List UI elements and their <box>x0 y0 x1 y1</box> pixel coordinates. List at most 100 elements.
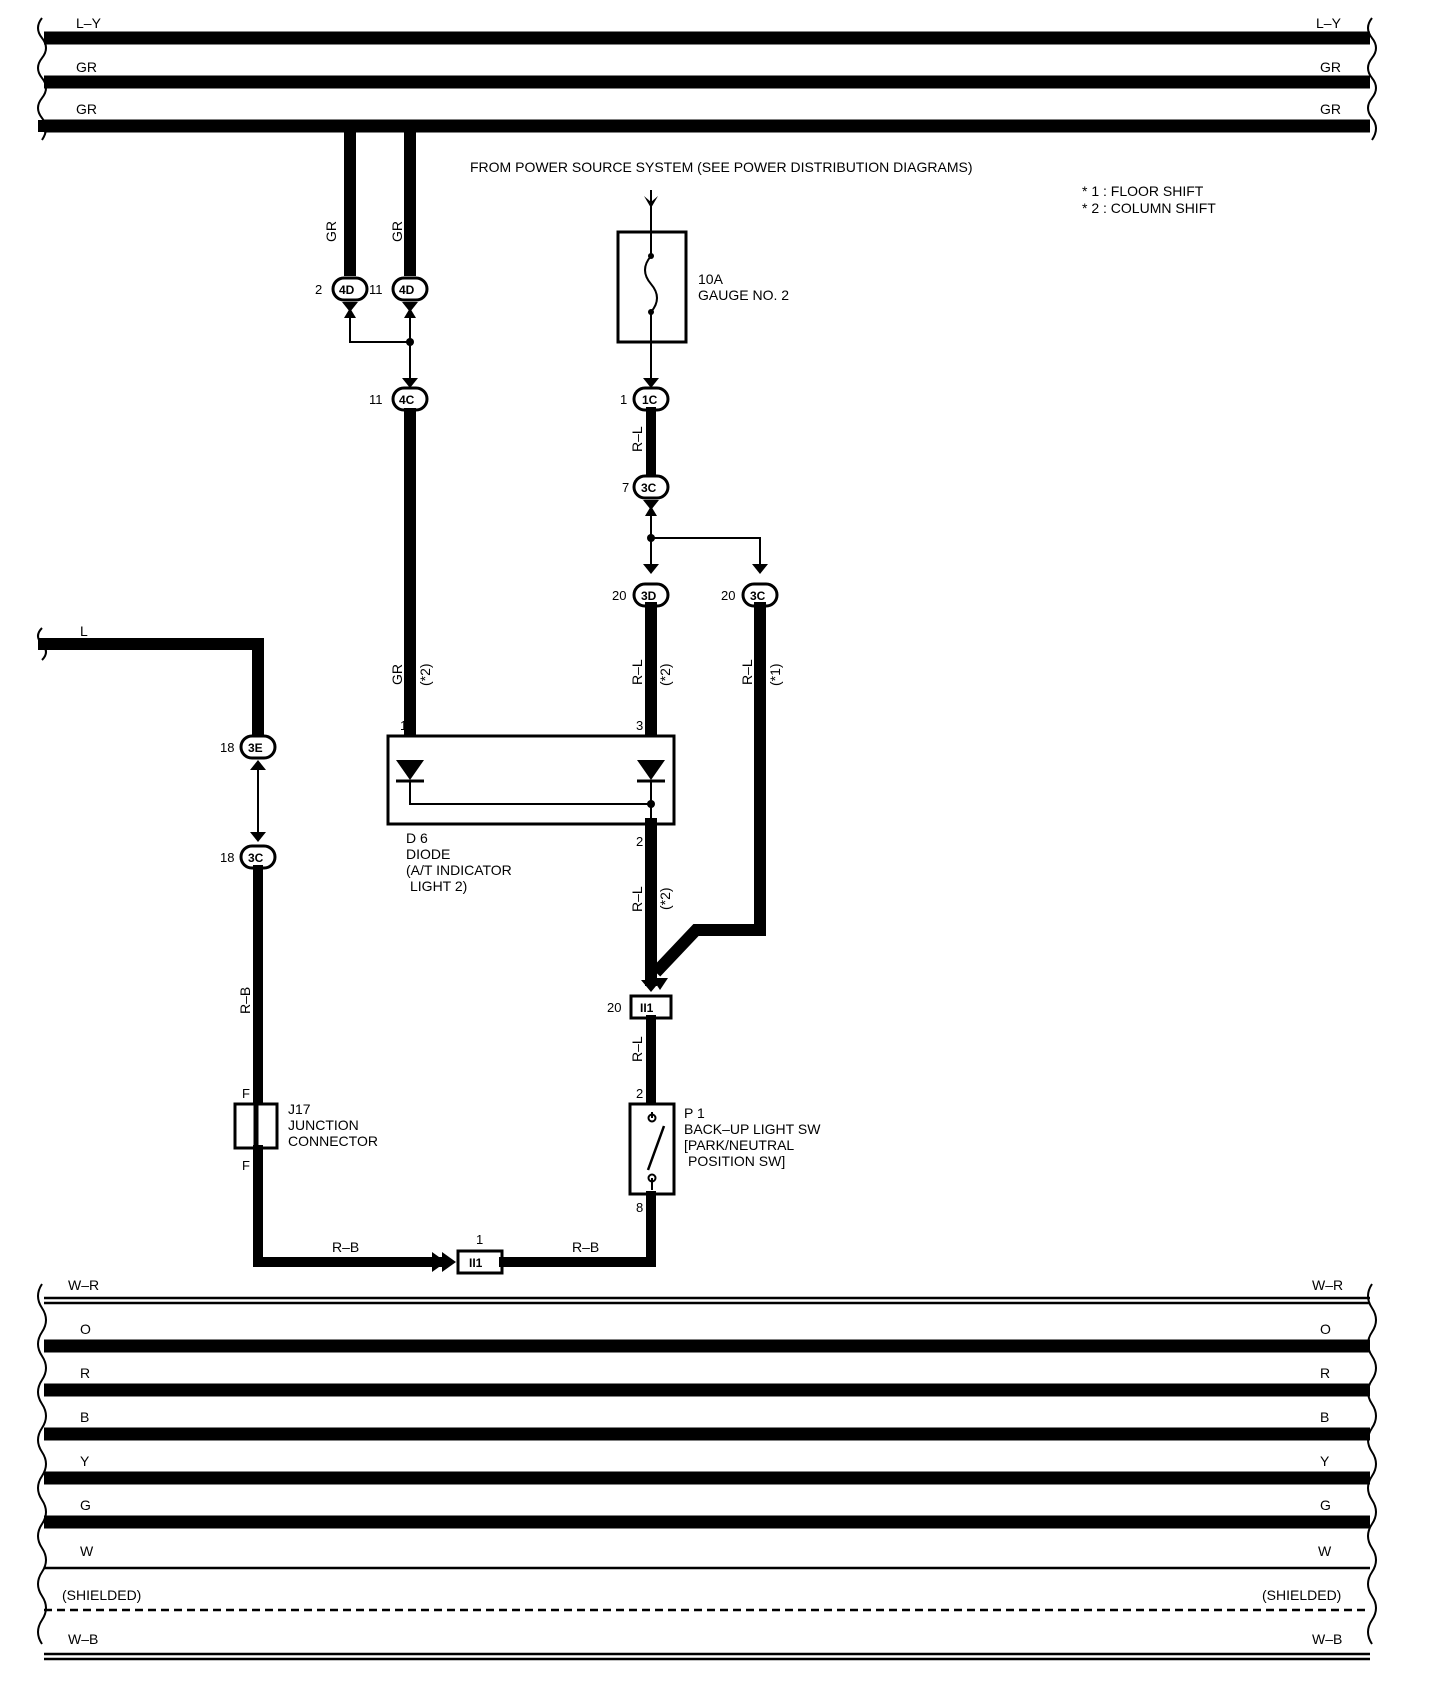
svg-text:2: 2 <box>636 1086 643 1101</box>
wire-label-gr-c-note: (*2) <box>417 663 433 686</box>
svg-text:CONNECTOR: CONNECTOR <box>288 1133 378 1149</box>
svg-text:20: 20 <box>612 588 626 603</box>
wire-label-rl-b-note: (*2) <box>657 663 673 686</box>
diode-d6: 1 3 2 D 6 DIODE (A/T INDICATOR LIGHT 2) <box>386 718 676 894</box>
svg-text:3C: 3C <box>641 481 657 495</box>
note-floor-shift: * 1 : FLOOR SHIFT <box>1082 183 1204 199</box>
bottom-bus-label-right-8: (SHIELDED) <box>1262 1587 1341 1603</box>
bottom-bus-group: W–R W–R O O R R B B Y Y G G W W (SHIELDE… <box>37 1277 1377 1661</box>
wire-label-rl-c: R–L <box>739 659 755 685</box>
bottom-bus-label-left-6: G <box>80 1497 91 1513</box>
power-source-label: FROM POWER SOURCE SYSTEM (SEE POWER DIST… <box>470 159 972 175</box>
connector-3c-pin7: 3C 7 <box>622 474 670 516</box>
bottom-bus-label-right-9: W–B <box>1312 1631 1342 1647</box>
svg-text:GAUGE NO. 2: GAUGE NO. 2 <box>698 287 789 303</box>
connector-4c-pin11: 4C 11 <box>369 378 429 412</box>
wire-label-rl-b: R–L <box>629 659 645 685</box>
svg-text:D 6: D 6 <box>406 830 428 846</box>
bus-label-right-2: GR <box>1320 59 1341 75</box>
connector-4d-pin2: 4D 2 <box>315 276 369 318</box>
bottom-bus-label-left-4: B <box>80 1409 89 1425</box>
wire-label-rb-vert: R–B <box>237 987 253 1014</box>
svg-text:II1: II1 <box>640 1001 654 1015</box>
bus-label-left-1: L–Y <box>76 15 102 31</box>
svg-text:F: F <box>242 1086 250 1101</box>
connector-4d-pin11: 4D 11 <box>369 276 429 318</box>
bottom-bus-label-right-5: Y <box>1320 1453 1330 1469</box>
svg-text:POSITION SW]: POSITION SW] <box>688 1153 785 1169</box>
connector-3d-pin20: 3D 20 <box>612 564 670 608</box>
bus-label-right-3: GR <box>1320 101 1341 117</box>
svg-text:2: 2 <box>315 282 322 297</box>
svg-text:2: 2 <box>636 834 643 849</box>
svg-text:3C: 3C <box>248 851 264 865</box>
svg-text:4D: 4D <box>339 283 355 297</box>
bus-label-left-3: GR <box>76 101 97 117</box>
svg-text:1: 1 <box>400 718 407 733</box>
connector-3c-pin20: 3C 20 <box>721 564 779 608</box>
bottom-bus-label-right-6: G <box>1320 1497 1331 1513</box>
svg-text:11: 11 <box>369 392 383 407</box>
svg-text:LIGHT 2): LIGHT 2) <box>410 878 467 894</box>
svg-text:4D: 4D <box>399 283 415 297</box>
bottom-bus-label-left-2: O <box>80 1321 91 1337</box>
connector-1c-pin1: 1C 1 <box>620 386 670 412</box>
svg-text:II1: II1 <box>469 1256 483 1270</box>
svg-text:1: 1 <box>620 392 627 407</box>
bottom-bus-label-left-9: W–B <box>68 1631 98 1647</box>
svg-text:18: 18 <box>220 740 234 755</box>
bottom-bus-label-left-7: W <box>80 1543 94 1559</box>
wire-label-gr-c: GR <box>389 664 405 685</box>
connector-3c-pin18: 3C 18 <box>220 844 277 870</box>
connector-ii1-pin20: II1 20 <box>607 978 673 1020</box>
svg-text:J17: J17 <box>288 1101 311 1117</box>
bottom-bus-label-left-5: Y <box>80 1453 90 1469</box>
wire-label-rb-a: R–B <box>332 1239 359 1255</box>
bus-label-right-1: L–Y <box>1316 15 1342 31</box>
svg-text:3E: 3E <box>248 741 263 755</box>
svg-text:[PARK/NEUTRAL: [PARK/NEUTRAL <box>684 1137 794 1153</box>
bottom-bus-label-left-8: (SHIELDED) <box>62 1587 141 1603</box>
junction-j17: F F J17 JUNCTION CONNECTOR <box>233 1086 378 1173</box>
bus-label-left-2: GR <box>76 59 97 75</box>
svg-text:3D: 3D <box>641 589 657 603</box>
svg-text:P 1: P 1 <box>684 1105 705 1121</box>
bottom-bus-label-right-1: W–R <box>1312 1277 1343 1293</box>
bottom-bus-label-left-3: R <box>80 1365 90 1381</box>
wire-label-rl-a: R–L <box>629 426 645 452</box>
bottom-bus-label-right-2: O <box>1320 1321 1331 1337</box>
bottom-bus-label-left-1: W–R <box>68 1277 99 1293</box>
svg-text:JUNCTION: JUNCTION <box>288 1117 359 1133</box>
connector-ii1-pin1: II1 1 <box>432 1232 504 1275</box>
svg-text:BACK–UP LIGHT SW: BACK–UP LIGHT SW <box>684 1121 821 1137</box>
svg-text:10A: 10A <box>698 271 724 287</box>
notes: * 1 : FLOOR SHIFT * 2 : COLUMN SHIFT <box>1082 183 1216 216</box>
wire-label-rl-d-note: (*2) <box>657 887 673 910</box>
svg-text:3C: 3C <box>750 589 766 603</box>
gr-branch: GR GR 4D 2 4D 11 4C 11 GR ( <box>38 120 433 746</box>
svg-text:20: 20 <box>607 1000 621 1015</box>
svg-text:8: 8 <box>636 1200 643 1215</box>
svg-text:3: 3 <box>636 718 643 733</box>
svg-text:F: F <box>242 1158 250 1173</box>
wire-label-rl-c-note: (*1) <box>767 663 783 686</box>
note-column-shift: * 2 : COLUMN SHIFT <box>1082 200 1216 216</box>
svg-text:DIODE: DIODE <box>406 846 450 862</box>
wire-label-rl-e: R–L <box>629 1036 645 1062</box>
svg-text:4C: 4C <box>399 393 415 407</box>
wire-label-rl-d: R–L <box>629 886 645 912</box>
svg-text:(A/T INDICATOR: (A/T INDICATOR <box>406 862 512 878</box>
svg-text:11: 11 <box>369 282 383 297</box>
svg-text:20: 20 <box>721 588 735 603</box>
wire-label-gr-b: GR <box>389 221 405 242</box>
bottom-bus-label-right-3: R <box>1320 1365 1330 1381</box>
connector-3e-pin18: 3E 18 <box>220 734 277 842</box>
bottom-bus-label-right-4: B <box>1320 1409 1329 1425</box>
fuse-10a: 10A GAUGE NO. 2 <box>616 230 789 344</box>
wire-label-gr-a: GR <box>323 221 339 242</box>
left-branch: L 3E 18 3C 18 R–B F F J17 JUNCTION CONNE… <box>37 623 656 1275</box>
svg-text:7: 7 <box>622 480 629 495</box>
wire-label-l: L <box>80 623 88 639</box>
power-source: FROM POWER SOURCE SYSTEM (SEE POWER DIST… <box>470 159 972 608</box>
